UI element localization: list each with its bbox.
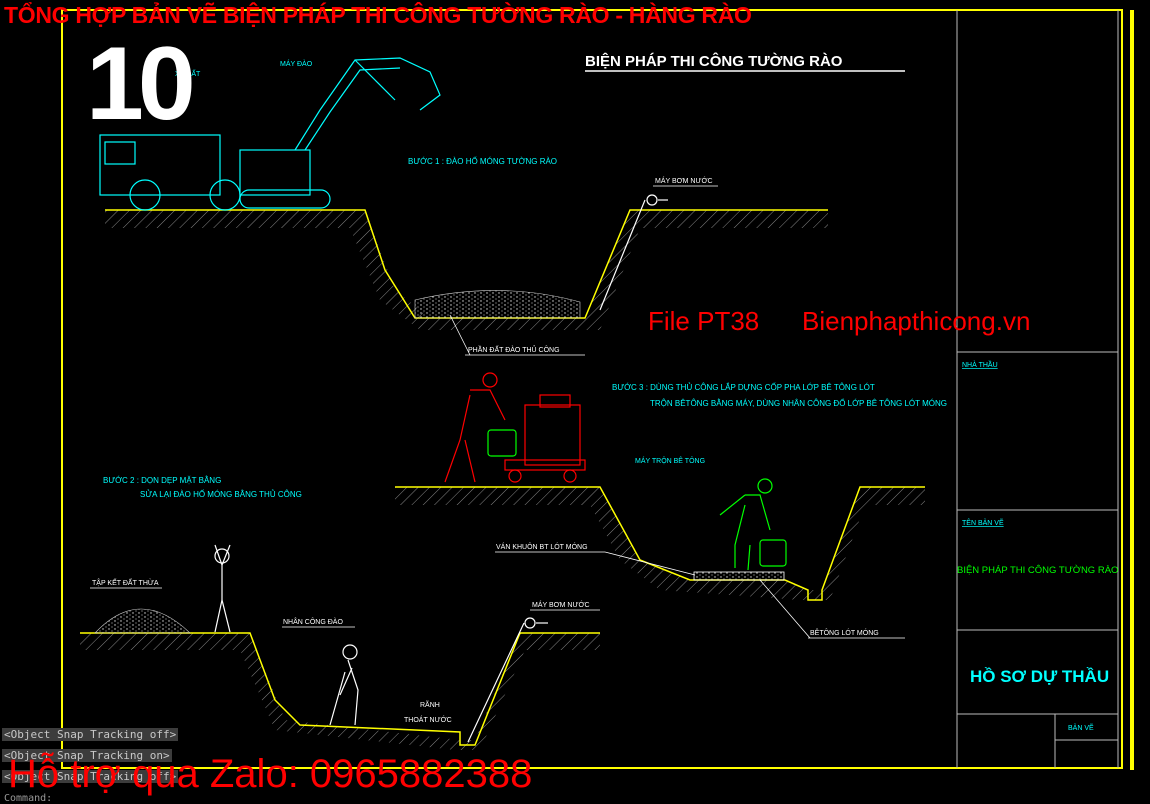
command-prompt[interactable]: Command: [4,793,53,804]
worker-label: NHÂN CÔNG ĐÀO [283,617,343,626]
mixer-label: MÁY TRỘN BÊ TÔNG [635,456,705,465]
worker-white-icon [214,544,231,633]
drawing-name-label: TÊN BẢN VẼ [962,518,1004,527]
command-history-line: <Object Snap Tracking off> [2,770,179,783]
worker-red-icon [444,372,506,483]
bucket-icon [487,429,517,457]
drawing-name-value: BIỆN PHÁP THI CÔNG TƯỜNG RÀO [957,565,1118,576]
title-block [956,10,1119,768]
bid-label: HỒ SƠ DỰ THẦU [970,667,1109,686]
pump1-label: MÁY BƠM NƯỚC [655,176,713,185]
step3-section [395,486,925,601]
worker-green-icon [719,478,787,571]
lean-concrete-label: BÊTÔNG LÓT MÓNG [810,628,879,637]
pump2-label: MÁY BƠM NƯỚC [532,600,590,609]
step2-line2: SỬA LẠI ĐÀO HỐ MÓNG BẰNG THỦ CÔNG [140,489,302,499]
manual-dig-pointer [449,314,471,356]
step2-line1: BƯỚC 2 : DỌN DẸP MẶT BẰNG [103,476,221,485]
command-history-line: <Object Snap Tracking off> [2,728,179,741]
drain-label-1: RÃNH [420,700,440,709]
website-label: Bienphapthicong.vn [802,306,1031,336]
banner-title: TỔNG HỢP BẢN VẼ BIỆN PHÁP THI CÔNG TƯỜNG… [4,2,752,28]
command-history-line: <Object Snap Tracking on> [2,749,172,762]
step3-line1: BƯỚC 3 : DÙNG THỦ CÔNG LẮP DỰNG CỐP PHA … [612,382,875,392]
formwork-label: VÁN KHUÔN BT LÓT MÓNG [496,542,588,551]
pump2-icon [467,617,548,743]
digger-icon [329,644,359,726]
formwork-pointer [604,551,696,576]
manual-dig-label: PHẦN ĐẤT ĐÀO THỦ CÔNG [468,344,560,354]
contractor-label: NHÀ THẦU [962,359,998,369]
lean-concrete-pointer [759,579,811,639]
pump-icon [599,194,668,311]
excavator-icon [99,57,441,211]
excavator-label: MÁY ĐÀO [280,59,313,68]
step1-label: BƯỚC 1 : ĐÀO HỐ MÓNG TƯỜNG RÀO [408,156,557,166]
zalo-support-label: Hỗ trợ qua Zalo: 0965882388 [8,752,533,796]
drain-label-2: THOÁT NƯỚC [404,715,452,724]
step1-section [105,209,828,330]
spoil-label: TẬP KẾT ĐẤT THỪA [92,577,159,587]
step3-line2: TRỘN BÊTÔNG BẰNG MÁY, DÙNG NHÂN CÔNG ĐỔ … [650,399,947,408]
drawing-title: BIỆN PHÁP THI CÔNG TƯỜNG RÀO [585,52,843,70]
drawing-border [61,9,1123,769]
border-edge [1130,10,1134,770]
mixer-icon [504,394,586,483]
file-label: File PT38 [648,306,760,336]
step2-section [80,608,600,750]
drawing-number: 10 [86,26,196,142]
sheet-label: BẢN VẼ [1068,723,1094,732]
dump-truck-label: XE ĐẤT [175,68,201,78]
